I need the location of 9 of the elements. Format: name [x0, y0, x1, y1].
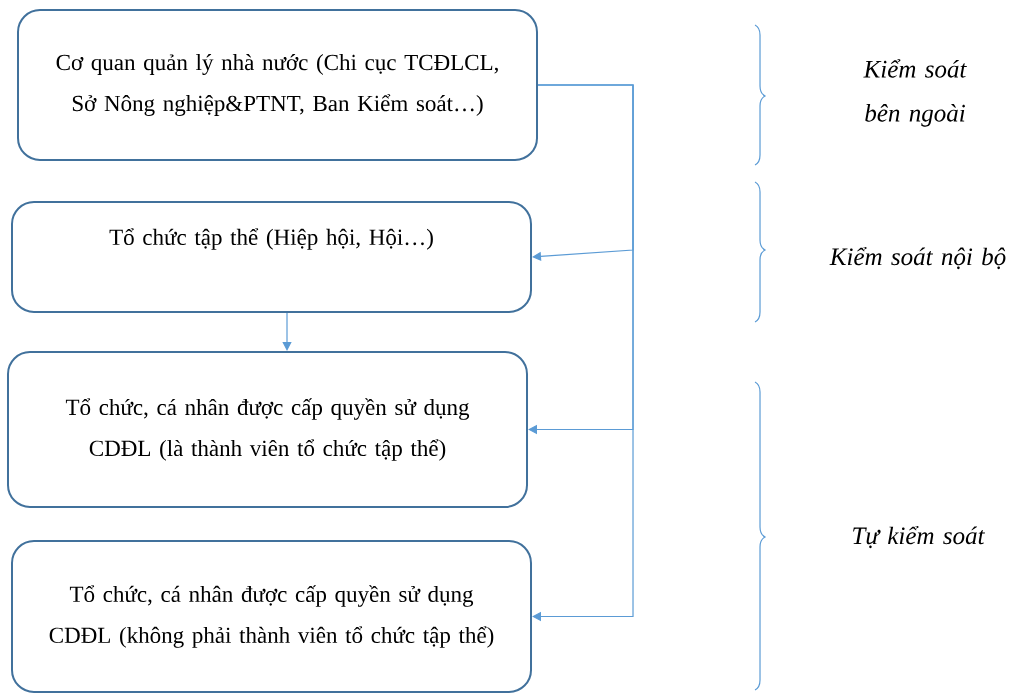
group-label: Tự kiểm soát: [853, 525, 985, 549]
arrow: [532, 84, 634, 622]
process-box: Cơ quan quản lý nhà nước (Chi cục TCĐLCL, Sở Nông nghiệp&PTNT, Ban Kiểm soát…): [17, 9, 538, 161]
process-box: Tổ chức, cá nhân được cấp quyền sử dụng CDĐL (là thành viên tổ chức tập thể): [7, 351, 528, 508]
process-box: Tổ chức, cá nhân được cấp quyền sử dụng CDĐL (không phải thành viên tổ chức tập thể): [11, 540, 532, 693]
process-box: Tổ chức tập thể (Hiệp hội, Hội…): [11, 201, 532, 313]
group-label: Kiểm soát bên ngoài: [863, 59, 967, 127]
arrow: [282, 312, 292, 351]
group-label: Kiểm soát nội bộ: [829, 246, 1006, 270]
